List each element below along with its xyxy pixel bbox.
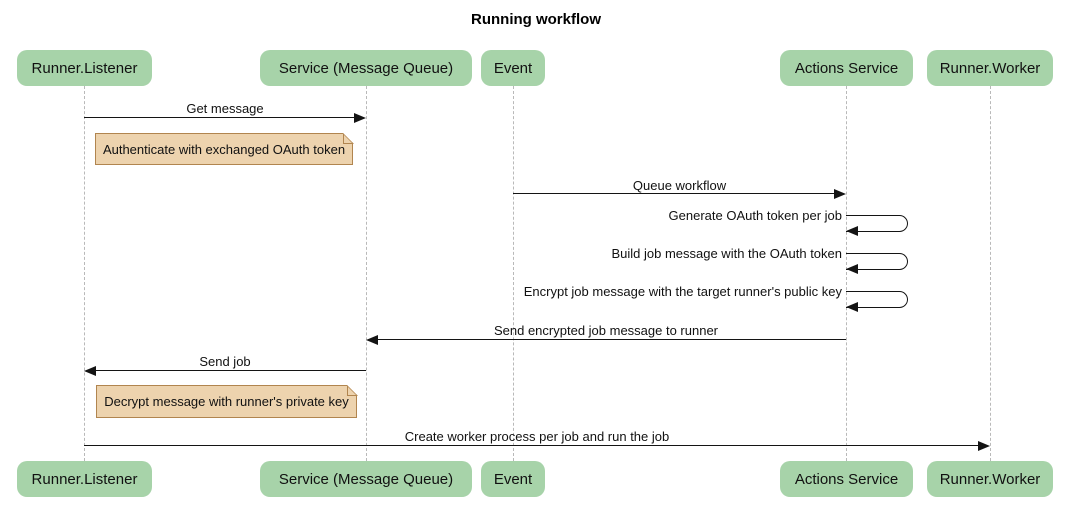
note-decrypt: Decrypt message with runner's private ke…: [96, 384, 358, 418]
message-label-encrypt-job-message: Encrypt job message with the target runn…: [523, 284, 842, 299]
message-label-queue-workflow: Queue workflow: [632, 178, 727, 193]
arrowhead-right-icon: [978, 441, 990, 451]
message-line-send-job: [95, 370, 366, 371]
note-text: Authenticate with exchanged OAuth token: [102, 141, 346, 157]
arrowhead-left-icon: [84, 366, 96, 376]
self-loop-line: [846, 253, 908, 270]
arrowhead-right-icon: [354, 113, 366, 123]
participant-top-event: Event: [481, 50, 545, 86]
message-label-send-encrypted-job: Send encrypted job message to runner: [493, 323, 719, 338]
self-loop-line: [846, 291, 908, 308]
participant-top-actions-service: Actions Service: [780, 50, 913, 86]
lifeline-runner-listener: [83, 86, 85, 461]
participant-bottom-service-message-queue: Service (Message Queue): [260, 461, 472, 497]
participant-bottom-actions-service: Actions Service: [780, 461, 913, 497]
self-loop-line: [846, 215, 908, 232]
participant-bottom-event: Event: [481, 461, 545, 497]
note-text: Decrypt message with runner's private ke…: [104, 394, 349, 409]
message-label-build-job-message: Build job message with the OAuth token: [611, 246, 842, 261]
note-fold-inner-icon: [343, 134, 352, 143]
note-authenticate: Authenticate with exchanged OAuth token: [95, 132, 354, 165]
participant-top-service-message-queue: Service (Message Queue): [260, 50, 472, 86]
arrowhead-left-icon: [846, 226, 858, 236]
lifeline-runner-worker: [989, 86, 991, 461]
message-line-queue-workflow: [513, 193, 835, 194]
arrowhead-left-icon: [846, 264, 858, 274]
message-line-get-message: [84, 117, 355, 118]
diagram-title: Running workflow: [471, 11, 601, 28]
note-fold-inner-icon: [347, 386, 356, 395]
arrowhead-left-icon: [366, 335, 378, 345]
participant-top-runner-listener: Runner.Listener: [17, 50, 152, 86]
participant-bottom-runner-listener: Runner.Listener: [17, 461, 152, 497]
lifeline-service-message-queue: [365, 86, 367, 461]
message-label-create-worker: Create worker process per job and run th…: [404, 429, 670, 444]
message-label-send-job: Send job: [199, 354, 251, 369]
message-line-create-worker: [84, 445, 979, 446]
arrowhead-right-icon: [834, 189, 846, 199]
message-label-generate-oauth-token: Generate OAuth token per job: [668, 208, 842, 223]
message-label-get-message: Get message: [186, 101, 264, 116]
participant-bottom-runner-worker: Runner.Worker: [927, 461, 1053, 497]
lifeline-event: [512, 86, 514, 461]
participant-top-runner-worker: Runner.Worker: [927, 50, 1053, 86]
arrowhead-left-icon: [846, 302, 858, 312]
message-line-send-encrypted-job: [377, 339, 846, 340]
